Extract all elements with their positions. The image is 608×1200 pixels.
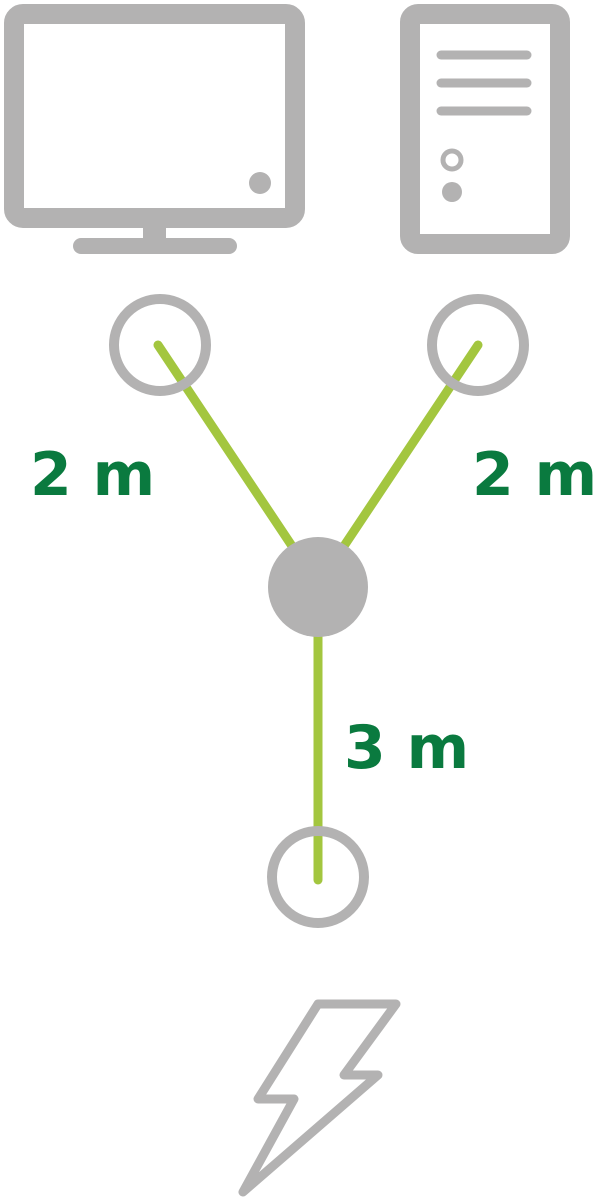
label-trunk: 3 m: [344, 713, 469, 783]
label-branch-right: 2 m: [472, 440, 597, 510]
cable-branch-left: [153, 340, 303, 560]
connector-right: [427, 294, 529, 396]
lightning-bolt-icon: [238, 999, 401, 1197]
connector-left: [109, 294, 211, 396]
splitter-junction: [268, 537, 368, 637]
connector-bottom: [267, 826, 369, 928]
pc-tower-icon: [400, 4, 570, 254]
cable-branch-right: [333, 340, 483, 560]
monitor-icon: [4, 4, 305, 254]
label-branch-left: 2 m: [30, 440, 155, 510]
